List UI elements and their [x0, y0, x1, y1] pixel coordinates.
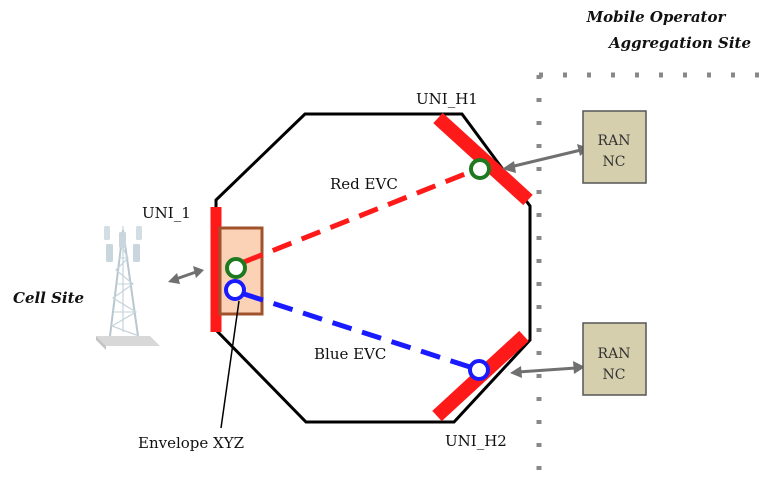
- uni-h2-label: UNI_H2: [445, 432, 507, 450]
- envelope-label: Envelope XYZ: [138, 434, 244, 452]
- red-evc-endpoint-uni-h1: [469, 158, 491, 180]
- red-evc-line: [243, 169, 471, 265]
- ran-nc-bottom-line2: NC: [603, 367, 626, 383]
- ran-nc-top-line1: RAN: [598, 133, 631, 149]
- ran-nc-top-line2: NC: [603, 154, 626, 170]
- uni-1-label: UNI_1: [142, 204, 191, 222]
- blue-evc-endpoint-uni-1: [224, 279, 246, 301]
- envelope-pointer-line: [220, 300, 240, 429]
- blue-evc-endpoint-uni-h2: [468, 359, 490, 381]
- arrow-cell-site: [168, 266, 204, 284]
- operator-site-boundary: [536, 72, 763, 480]
- arrow-ran-nc-top: [502, 144, 589, 173]
- arrow-ran-nc-bottom: [510, 361, 585, 378]
- operator-site-label-line1: Mobile Operator: [586, 8, 727, 26]
- red-evc-label: Red EVC: [330, 175, 398, 193]
- ran-nc-bottom-box: RAN NC: [582, 322, 647, 396]
- blue-evc-line: [243, 291, 471, 370]
- blue-evc-label: Blue EVC: [314, 345, 386, 363]
- uni-h1-label: UNI_H1: [416, 90, 478, 108]
- cell-site-label: Cell Site: [13, 289, 84, 307]
- red-evc-endpoint-uni-1: [225, 257, 247, 279]
- operator-site-label-line2: Aggregation Site: [607, 34, 751, 52]
- ran-nc-bottom-line1: RAN: [598, 346, 631, 362]
- cell-tower-icon: [96, 226, 160, 350]
- ran-nc-top-box: RAN NC: [582, 110, 647, 184]
